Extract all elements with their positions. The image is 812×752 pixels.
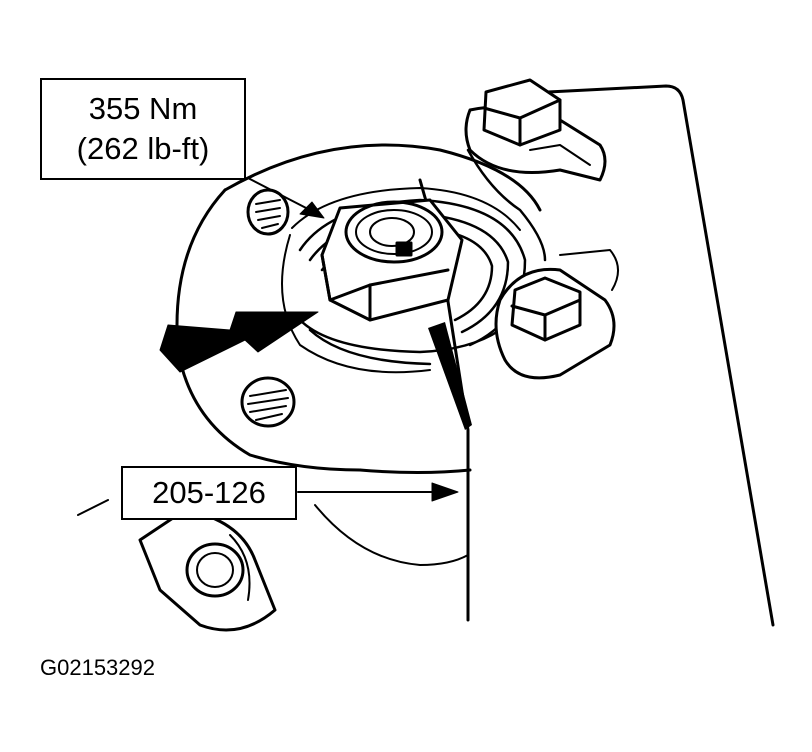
tool-leader-arrow (297, 482, 459, 502)
plate-lower-edge (314, 504, 469, 566)
threaded-hole-lower (240, 376, 296, 428)
strut-nut (320, 198, 464, 322)
mount-bolt-lower (494, 249, 619, 380)
mount-plate (175, 143, 542, 474)
threaded-hole-upper (246, 188, 290, 236)
tool-number-callout: 205-126 (121, 466, 297, 520)
tool-wedge (428, 322, 472, 430)
tool-number-label: 205-126 (152, 475, 266, 510)
figure-id-label: G02153292 (40, 655, 155, 680)
mount-bolt-upper (464, 78, 607, 182)
torque-spec-callout: 355 Nm (262 lb-ft) (40, 78, 246, 180)
torque-leader-arrow (247, 177, 325, 219)
large-pointer-arrow (159, 311, 319, 373)
bolt-bracket (466, 148, 547, 262)
torque-nm-label: 355 Nm (88, 91, 198, 126)
torque-lbft-label: (262 lb-ft) (76, 131, 210, 166)
